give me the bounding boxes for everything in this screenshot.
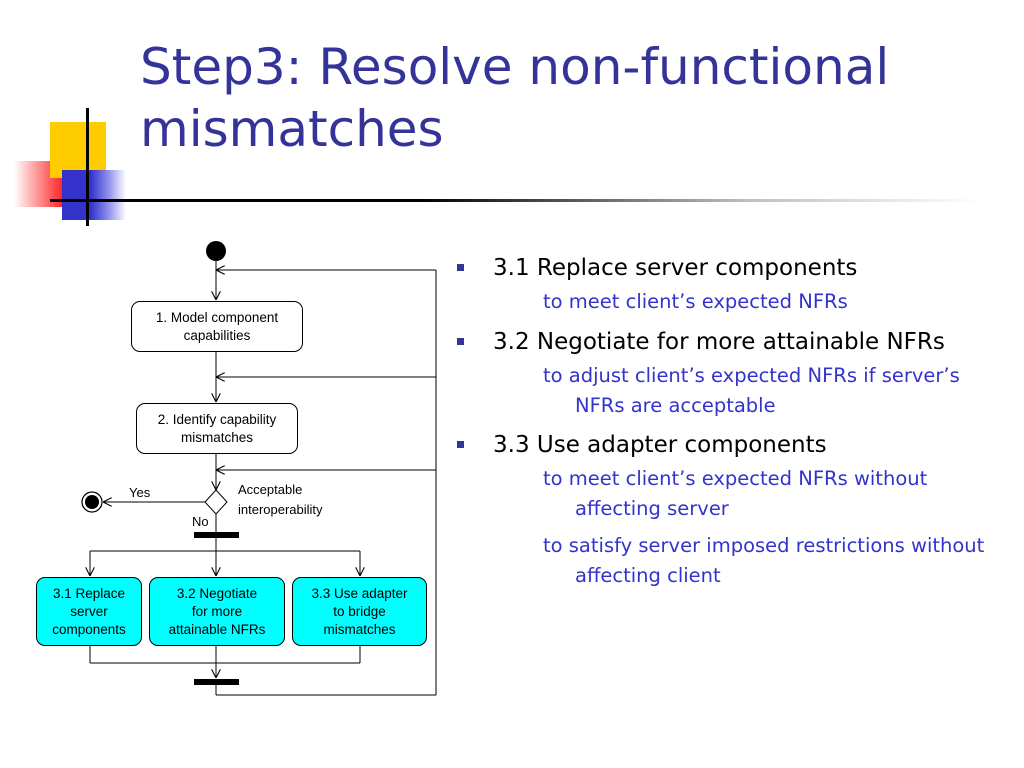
node-line: to bridge (333, 603, 386, 619)
node-line: 3.2 Negotiate (176, 585, 258, 601)
node-line: capabilities (183, 327, 251, 343)
slide-title: Step3: Resolve non-functional mismatches (140, 38, 890, 158)
activity-model-component-capabilities: 1. Model component capabilities (131, 301, 303, 352)
template-decoration-blue (62, 170, 126, 220)
activity-replace-server-components: 3.1 Replace server components (36, 577, 142, 646)
template-decoration-line (86, 108, 89, 226)
no-label: No (192, 514, 209, 529)
decision-label-line: interoperability (238, 502, 323, 517)
node-line: 3.1 Replace (52, 585, 126, 601)
sub-bullet-text: to adjust client’s expected NFRs if serv… (543, 364, 960, 417)
bullet-item: 3.3 Use adapter components to meet clien… (455, 427, 1015, 591)
node-line: server (70, 603, 108, 619)
decision-diamond (204, 489, 228, 515)
decision-label: Acceptable interoperability (238, 480, 323, 520)
node-line: 3.3 Use adapter (311, 585, 408, 601)
fork-bar (194, 532, 239, 538)
title-rule (50, 199, 980, 202)
sub-bullet-text: to meet client’s expected NFRs without a… (543, 467, 928, 520)
node-line: for more (191, 603, 243, 619)
activity-negotiate-attainable-nfrs: 3.2 Negotiate for more attainable NFRs (149, 577, 285, 646)
sub-bullet-text: to satisfy server imposed restrictions w… (543, 534, 985, 587)
initial-node (206, 241, 226, 261)
node-line: components (52, 621, 126, 637)
node-line: attainable NFRs (168, 621, 266, 637)
node-line: 1. Model component (155, 309, 279, 325)
bullet-text: 3.1 Replace server components (493, 255, 858, 281)
activity-identify-capability-mismatches: 2. Identify capability mismatches (136, 403, 298, 454)
square-bullet-icon (457, 338, 464, 345)
node-line: 2. Identify capability (157, 411, 277, 427)
bullet-list: 3.1 Replace server components to meet cl… (455, 250, 1015, 591)
yes-label: Yes (129, 485, 151, 500)
bullet-item: 3.1 Replace server components to meet cl… (455, 250, 1015, 317)
bullet-item: 3.2 Negotiate for more attainable NFRs t… (455, 324, 1015, 421)
node-line: mismatches (180, 429, 253, 445)
bullet-text: 3.3 Use adapter components (493, 432, 827, 458)
activity-use-adapter: 3.3 Use adapter to bridge mismatches (292, 577, 427, 646)
decision-label-line: Acceptable (238, 482, 303, 497)
final-node-ring (81, 491, 103, 513)
square-bullet-icon (457, 441, 464, 448)
square-bullet-icon (457, 264, 464, 271)
node-line: mismatches (323, 621, 396, 637)
template-decoration-yellow (50, 122, 106, 178)
final-node-core (85, 495, 99, 509)
bullet-text: 3.2 Negotiate for more attainable NFRs (493, 329, 945, 355)
join-bar (194, 679, 239, 685)
sub-bullet-text: to meet client’s expected NFRs (543, 290, 848, 313)
